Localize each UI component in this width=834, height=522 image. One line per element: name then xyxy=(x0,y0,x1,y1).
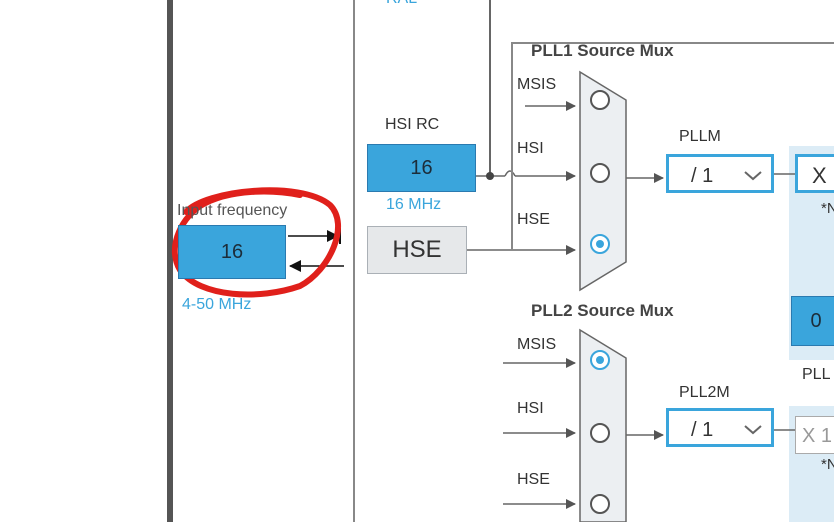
pll2m-label: PLL2M xyxy=(679,384,730,401)
hsi-rc-value[interactable]: 16 xyxy=(367,144,476,192)
chevron-down-icon xyxy=(744,425,762,435)
hse-source-box[interactable]: HSE xyxy=(367,226,467,274)
pll2-mux-input-hse: HSE xyxy=(517,471,550,488)
pll1-mux-radio-hse[interactable] xyxy=(590,234,610,254)
pll1-source-mux-title: PLL1 Source Mux xyxy=(531,41,674,60)
pll1-mux-input-msis: MSIS xyxy=(517,76,557,93)
pllm-value: / 1 xyxy=(691,165,714,187)
pll2m-dropdown[interactable]: / 1 xyxy=(666,408,774,447)
pll1-multiplier-label: X xyxy=(812,163,827,188)
pll-cut-label: PLL xyxy=(802,366,831,383)
pll1-mux-input-hse: HSE xyxy=(517,211,550,228)
hsi-rc-label: HSI RC xyxy=(385,116,440,133)
left-panel-divider xyxy=(353,0,355,522)
red-annotation-circle xyxy=(171,187,342,298)
pll1-mux-radio-hsi[interactable] xyxy=(590,163,610,183)
top-partial-label: RAL xyxy=(386,0,417,8)
input-frequency-field[interactable]: 16 xyxy=(178,225,286,279)
pll2m-value: / 1 xyxy=(691,419,714,441)
pll2-mux-radio-msis[interactable] xyxy=(590,350,610,370)
chevron-down-icon xyxy=(744,171,762,181)
pll2-mux-radio-hsi[interactable] xyxy=(590,423,610,443)
pll1-n-note: *N xyxy=(821,200,834,217)
pll2-mux-radio-hse[interactable] xyxy=(590,494,610,514)
pll2-mux-input-msis: MSIS xyxy=(517,336,557,353)
input-frequency-range: 4-50 MHz xyxy=(182,296,252,313)
hsi-rc-frequency: 16 MHz xyxy=(386,196,442,213)
pll1-multiplier-box[interactable]: X xyxy=(795,154,834,193)
pll1-mux-radio-msis[interactable] xyxy=(590,90,610,110)
pll2-mux-input-hsi: HSI xyxy=(517,400,544,417)
pll2-multiplier-box[interactable]: X 1 xyxy=(795,416,834,454)
pll2-source-mux-title: PLL2 Source Mux xyxy=(531,301,674,320)
pllm-label: PLLM xyxy=(679,128,721,145)
pllm-dropdown[interactable]: / 1 xyxy=(666,154,774,193)
pll1-mux-input-hsi: HSI xyxy=(517,140,544,157)
left-vertical-bar xyxy=(167,0,173,522)
pll2-multiplier-label: X 1 xyxy=(802,425,833,447)
input-frequency-label: Input frequency xyxy=(177,202,288,219)
pll2-n-note: *N xyxy=(821,456,834,473)
pll1-output-value[interactable]: 0 xyxy=(791,296,834,346)
